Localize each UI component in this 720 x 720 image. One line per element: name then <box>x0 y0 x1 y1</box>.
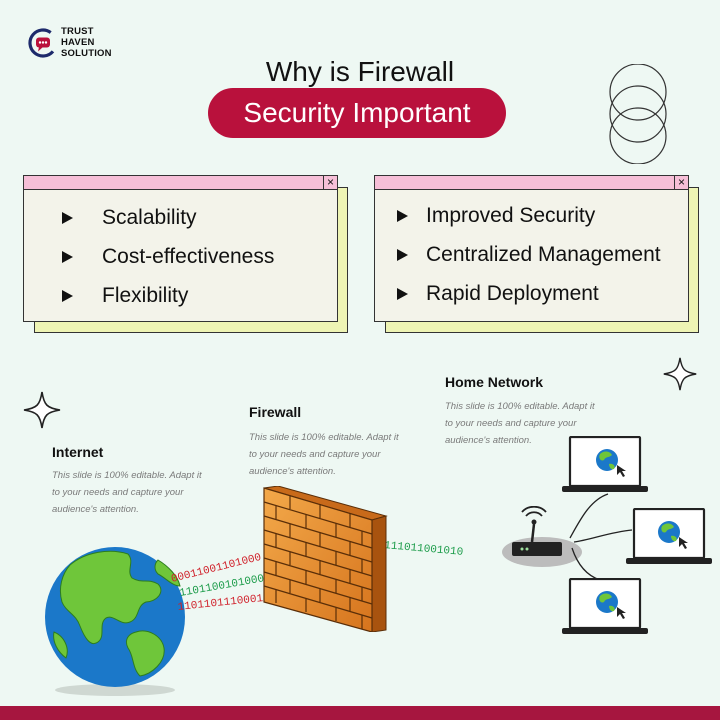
decorative-circles-icon <box>609 64 667 164</box>
bullet-triangle-icon <box>397 288 408 300</box>
firewall-brick-wall-icon <box>263 486 388 632</box>
panel-left: × Scalability Cost-effectiveness Flexibi… <box>23 175 338 322</box>
bullet-triangle-icon <box>62 212 73 224</box>
panel-right: × Improved Security Centralized Manageme… <box>374 175 689 322</box>
brand-line-1: TRUST <box>61 26 94 37</box>
home-network-description: This slide is 100% editable. Adapt it to… <box>445 401 595 446</box>
title-line-2: Security Important <box>208 88 506 138</box>
chat-bubble-logo-icon <box>28 28 58 58</box>
binary-green-out: 111011001010 <box>384 540 464 559</box>
footer-bar <box>0 706 720 720</box>
router-icon <box>502 506 582 567</box>
firewall-description: This slide is 100% editable. Adapt it to… <box>249 432 399 477</box>
sparkle-icon <box>663 357 697 391</box>
panel-right-titlebar: × <box>375 176 688 190</box>
internet-title: Internet <box>52 444 104 460</box>
laptop-icon <box>626 508 712 564</box>
binary-stream-outgoing: 111011001010 <box>384 540 464 559</box>
sparkle-icon <box>23 391 61 429</box>
brand-name: TRUST HAVEN SOLUTION <box>61 26 112 59</box>
title-line-1: Why is Firewall <box>265 56 455 87</box>
globe-icon <box>45 547 185 696</box>
close-icon[interactable]: × <box>674 176 688 189</box>
brand-logo: TRUST HAVEN SOLUTION <box>28 26 138 62</box>
home-network-title: Home Network <box>445 374 544 390</box>
binary-stream-incoming: 00011001101000 1101100101000 11011011100… <box>170 552 271 614</box>
panel-left-titlebar: × <box>24 176 337 190</box>
brand-line-2: HAVEN <box>61 37 95 48</box>
brand-line-3: SOLUTION <box>61 48 112 59</box>
bullet-triangle-icon <box>397 249 408 261</box>
bullet-triangle-icon <box>62 290 73 302</box>
bullet-triangle-icon <box>62 251 73 263</box>
laptop-icon <box>562 436 648 492</box>
internet-description: This slide is 100% editable. Adapt it to… <box>52 470 202 515</box>
close-icon[interactable]: × <box>323 176 337 189</box>
firewall-title: Firewall <box>249 404 302 420</box>
laptop-icon <box>562 578 648 634</box>
bullet-triangle-icon <box>397 210 408 222</box>
